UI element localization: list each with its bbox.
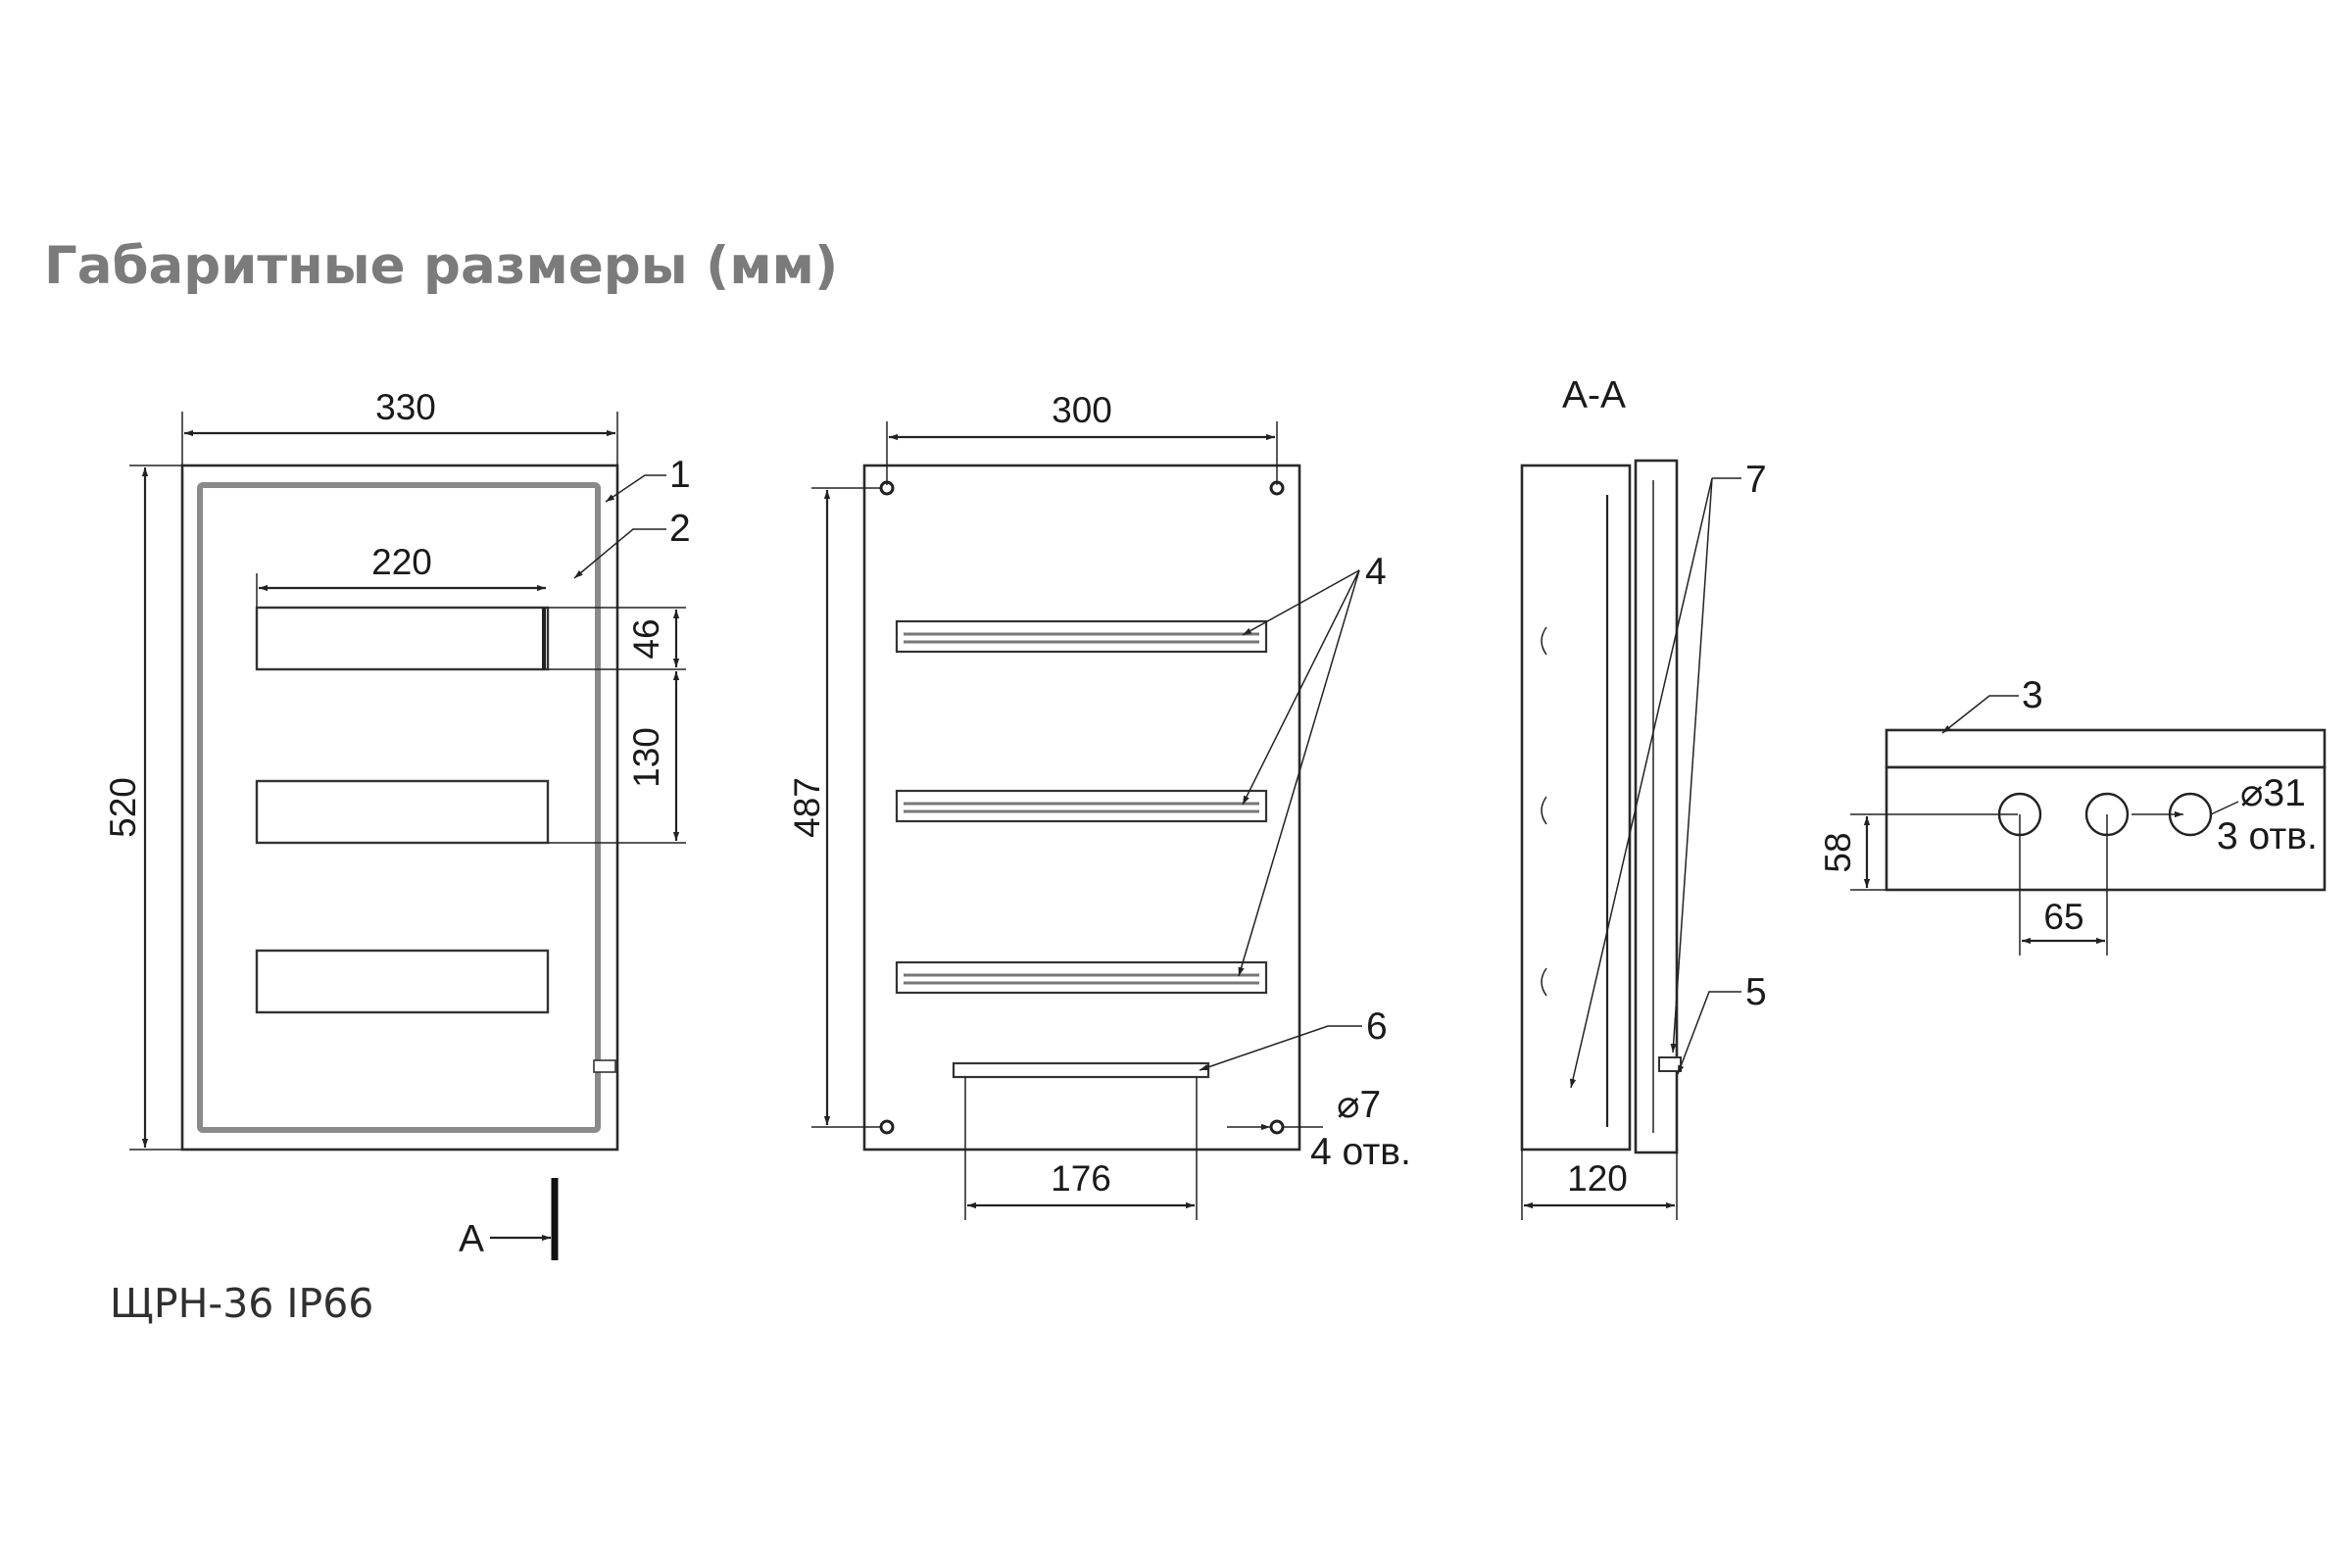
callout-5: 5 (1745, 971, 1767, 1013)
dim-window-pitch: 130 (626, 727, 666, 788)
leader-2 (573, 528, 666, 579)
leader-4b (1242, 569, 1360, 806)
leader-4c (1238, 569, 1360, 977)
section-clip (1541, 626, 1547, 656)
dim-window-width: 220 (371, 542, 432, 582)
callout-3: 3 (2022, 674, 2043, 716)
bottom-bracket (952, 1061, 1210, 1079)
section-door (1634, 459, 1679, 1154)
callout-4: 4 (1365, 551, 1387, 593)
front-window-2 (255, 779, 550, 845)
section-clip (1541, 796, 1547, 825)
entry-count: 3 отв. (2217, 815, 2318, 858)
front-window-3 (255, 949, 550, 1014)
callout-1: 1 (669, 454, 691, 496)
section-lock (1658, 1056, 1682, 1072)
page-title: Габаритные размеры (мм) (44, 236, 838, 296)
front-door-frame (197, 482, 601, 1133)
bottom-view: 3 58 65 ⌀31 3 отв. (1818, 674, 2327, 956)
leader-3 (1941, 695, 2019, 734)
leader-6 (1199, 1025, 1362, 1071)
dim-height: 520 (103, 777, 143, 838)
hole-diameter: ⌀7 (1337, 1084, 1381, 1126)
callout-2: 2 (669, 508, 691, 550)
section-view: A-A 7 5 120 (1520, 374, 1767, 1220)
section-clip (1541, 967, 1547, 997)
bottom-cover (1885, 728, 2327, 769)
hole-count: 4 отв. (1310, 1131, 1411, 1173)
mount-hole (1269, 1119, 1285, 1135)
dim-depth: 120 (1567, 1158, 1628, 1199)
section-title: A-A (1562, 374, 1626, 416)
dim-entry-pitch: 65 (2043, 897, 2083, 937)
leader-7b (1670, 477, 1713, 1054)
model-name: ЩРН-36 IP66 (110, 1280, 373, 1327)
leader-5 (1677, 991, 1741, 1075)
back-view: 300 487 176 ⌀7 4 отв. 4 6 (787, 390, 1411, 1220)
section-body (1520, 464, 1632, 1152)
entry-diameter: ⌀31 (2240, 772, 2306, 814)
mount-hole (879, 1119, 895, 1135)
leader-4a (1242, 569, 1360, 636)
leader-7a (1569, 477, 1713, 1089)
leader-1 (605, 474, 666, 503)
din-rail-2 (895, 789, 1268, 823)
section-marker-label: A (459, 1218, 484, 1260)
dim-entry-height: 58 (1818, 832, 1858, 872)
dim-window-height: 46 (626, 618, 666, 659)
front-window-1 (255, 606, 550, 671)
front-lock (593, 1059, 616, 1073)
dim-bracket: 176 (1051, 1158, 1111, 1199)
front-view: 330 520 220 46 130 1 2 A ЩРН-36 IP66 (103, 387, 691, 1327)
callout-6: 6 (1366, 1005, 1388, 1048)
din-rail-1 (895, 619, 1268, 654)
dim-width: 330 (375, 387, 436, 427)
din-rail-3 (895, 960, 1268, 995)
dim-hole-y: 487 (787, 777, 827, 838)
dim-hole-x: 300 (1052, 390, 1112, 430)
callout-7: 7 (1745, 459, 1767, 501)
